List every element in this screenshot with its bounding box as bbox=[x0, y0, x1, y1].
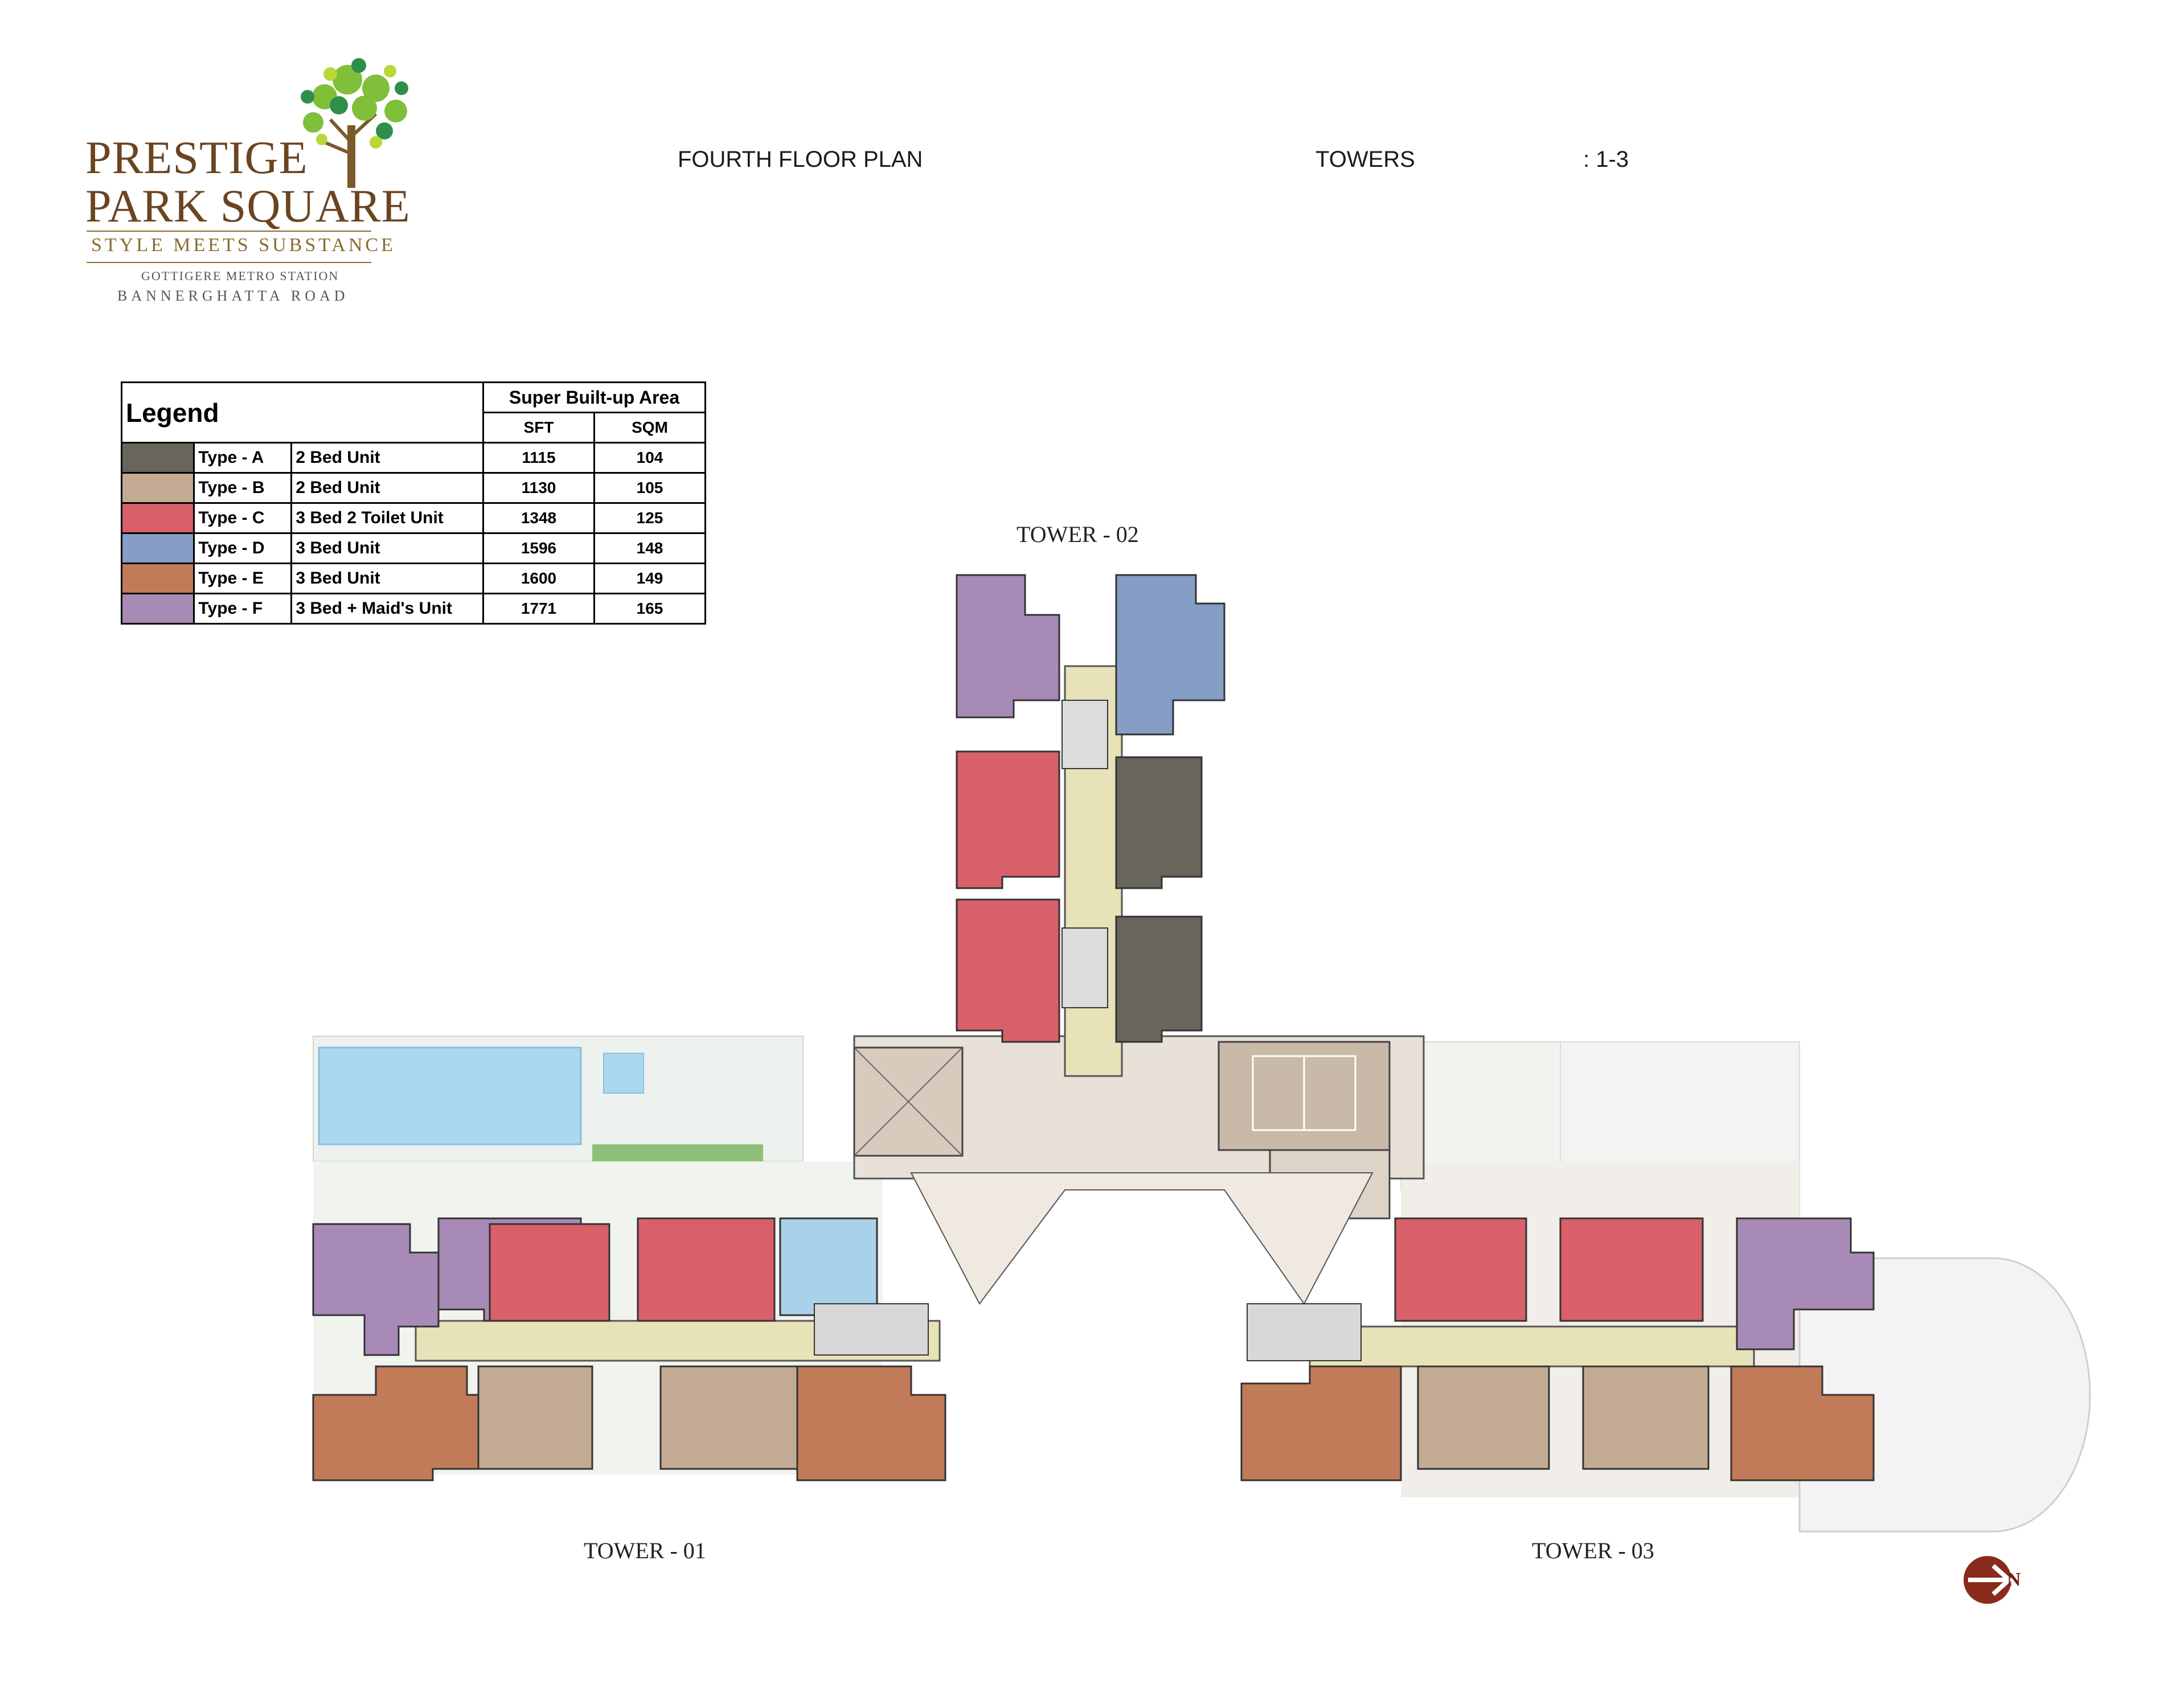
unit-type-b bbox=[1417, 1365, 1550, 1470]
legend-row: Type - D 3 Bed Unit 1596 148 bbox=[120, 532, 706, 564]
brand-location-line2: BANNERGHATTA ROAD bbox=[117, 288, 349, 304]
unit-type: Type - B bbox=[193, 472, 293, 504]
area-header: Super Built-up Area bbox=[482, 381, 706, 413]
legend-row: Type - F 3 Bed + Maid's Unit 1771 165 bbox=[120, 593, 706, 625]
unit-type-f bbox=[956, 574, 1060, 718]
unit-type-f bbox=[312, 1223, 440, 1356]
brand-location-line1: GOTTIGERE METRO STATION bbox=[141, 269, 339, 283]
unit-type-c bbox=[956, 898, 1060, 1043]
unit-type-c bbox=[637, 1217, 776, 1322]
unit-type: Type - A bbox=[193, 442, 293, 474]
tower-02-label: TOWER - 02 bbox=[1017, 522, 1139, 547]
legend-row: Type - E 3 Bed Unit 1600 149 bbox=[120, 563, 706, 594]
unit-type-e bbox=[796, 1365, 946, 1481]
unit-type-e bbox=[1240, 1365, 1402, 1481]
area-sft: 1596 bbox=[482, 532, 595, 564]
legend-row: Type - B 2 Bed Unit 1130 105 bbox=[120, 472, 706, 504]
unit-type-a bbox=[1115, 756, 1203, 889]
tower-03-label: TOWER - 03 bbox=[1532, 1538, 1654, 1563]
tower-02-units bbox=[956, 574, 1226, 1077]
lift-lobby bbox=[1061, 927, 1108, 1008]
swimming-pool bbox=[318, 1046, 582, 1145]
lawn-strip bbox=[592, 1144, 763, 1161]
unit-description: 2 Bed Unit bbox=[290, 472, 484, 504]
unit-type: Type - F bbox=[193, 593, 293, 625]
area-sqm: 148 bbox=[593, 532, 706, 564]
unit-type-d bbox=[1115, 574, 1226, 736]
unit-type-c bbox=[1559, 1217, 1704, 1322]
unit-type: Type - C bbox=[193, 502, 293, 534]
area-sqm: 104 bbox=[593, 442, 706, 474]
unit-type-c bbox=[1394, 1217, 1527, 1322]
divider bbox=[87, 262, 371, 263]
unit-type-a bbox=[1115, 915, 1203, 1043]
area-sft: 1348 bbox=[482, 502, 595, 534]
sqm-header: SQM bbox=[593, 412, 706, 444]
color-swatch bbox=[120, 563, 195, 594]
unit-description: 3 Bed Unit bbox=[290, 563, 484, 594]
north-label: N bbox=[2007, 1569, 2021, 1590]
lift-lobby bbox=[1247, 1303, 1362, 1361]
color-swatch bbox=[120, 442, 195, 474]
towers-value: : 1-3 bbox=[1583, 147, 1629, 172]
area-sft: 1600 bbox=[482, 563, 595, 594]
area-sqm: 105 bbox=[593, 472, 706, 504]
corridor bbox=[1309, 1325, 1755, 1368]
color-swatch bbox=[120, 593, 195, 625]
unit-description: 3 Bed Unit bbox=[290, 532, 484, 564]
unit-type: Type - E bbox=[193, 563, 293, 594]
color-swatch bbox=[120, 502, 195, 534]
lift-lobby bbox=[1061, 700, 1108, 769]
legend-title: Legend bbox=[121, 381, 484, 444]
central-block bbox=[853, 1035, 1425, 1305]
service-block bbox=[779, 1217, 878, 1316]
color-swatch bbox=[120, 472, 195, 504]
unit-type: Type - D bbox=[193, 532, 293, 564]
lift-lobby bbox=[814, 1303, 929, 1356]
legend-row: Type - A 2 Bed Unit 1115 104 bbox=[120, 442, 706, 474]
area-sqm: 125 bbox=[593, 502, 706, 534]
divider bbox=[87, 231, 371, 232]
brand-name-line2: PARK SQUARE bbox=[85, 180, 411, 232]
area-sqm: 149 bbox=[593, 563, 706, 594]
unit-type-b bbox=[1582, 1365, 1710, 1470]
tower-01-units bbox=[312, 1217, 946, 1481]
plan-title: FOURTH FLOOR PLAN bbox=[678, 147, 923, 172]
brand-tagline: STYLE MEETS SUBSTANCE bbox=[91, 235, 396, 256]
unit-type-b bbox=[477, 1365, 593, 1470]
legend-row: Type - C 3 Bed 2 Toilet Unit 1348 125 bbox=[120, 502, 706, 534]
color-swatch bbox=[120, 532, 195, 564]
area-sft: 1130 bbox=[482, 472, 595, 504]
tree-icon bbox=[301, 58, 408, 188]
area-sft: 1115 bbox=[482, 442, 595, 474]
unit-type-f bbox=[1736, 1217, 1875, 1350]
tower-03-units bbox=[1240, 1217, 1875, 1481]
kids-pool bbox=[603, 1053, 644, 1094]
tower-01-label: TOWER - 01 bbox=[584, 1538, 706, 1563]
unit-description: 3 Bed + Maid's Unit bbox=[290, 593, 484, 625]
brand-name-line1: PRESTIGE bbox=[85, 132, 308, 183]
legend-table: Legend Super Built-up Area SFT SQM Type … bbox=[120, 381, 706, 625]
area-sqm: 165 bbox=[593, 593, 706, 625]
unit-type-c bbox=[956, 750, 1060, 889]
north-arrow-icon bbox=[1964, 1556, 2013, 1604]
unit-description: 2 Bed Unit bbox=[290, 442, 484, 474]
towers-label: TOWERS bbox=[1315, 147, 1415, 172]
brand-logo: PRESTIGE PARK SQUARE STYLE MEETS SUBSTAN… bbox=[74, 57, 416, 307]
unit-type-e bbox=[1730, 1365, 1875, 1481]
unit-type-b bbox=[659, 1365, 798, 1470]
sft-header: SFT bbox=[482, 412, 595, 444]
area-sft: 1771 bbox=[482, 593, 595, 625]
unit-type-c bbox=[489, 1223, 610, 1322]
unit-description: 3 Bed 2 Toilet Unit bbox=[290, 502, 484, 534]
